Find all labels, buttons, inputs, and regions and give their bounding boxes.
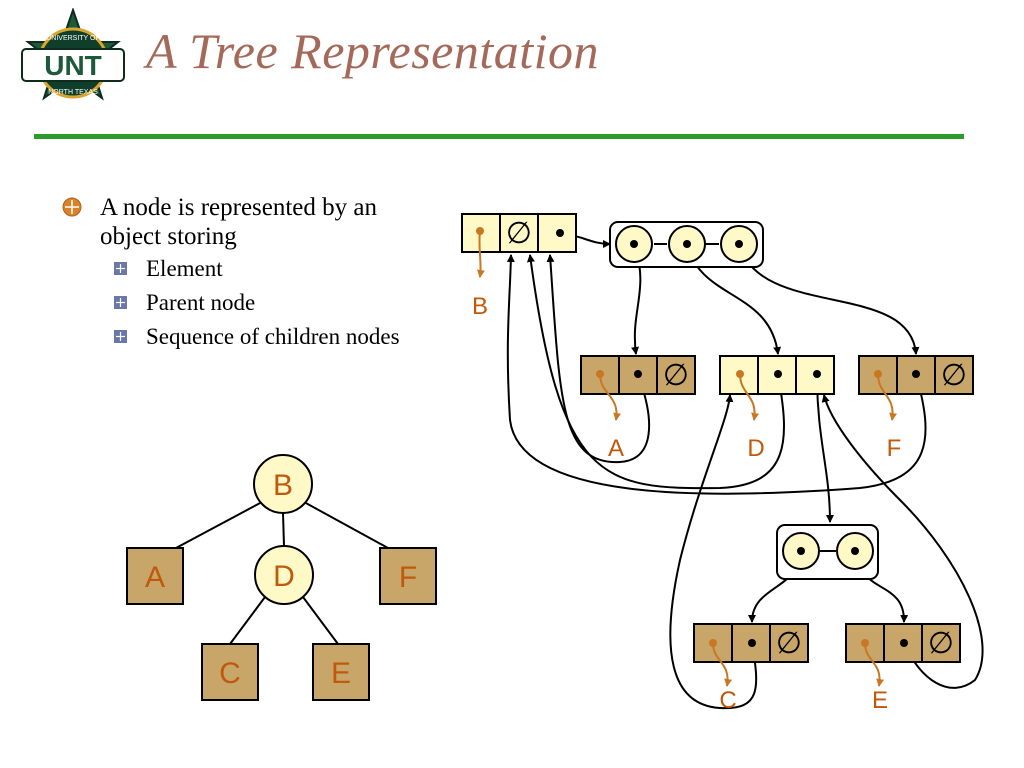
d-children-sequence [776, 524, 879, 580]
pointer-seq-to-d [686, 243, 782, 355]
child-pointers [559, 233, 920, 623]
node-e-element-label: E [872, 687, 888, 714]
node-e-record: ∅ E [845, 623, 961, 714]
sequence-position-3 [720, 225, 758, 263]
node-f-null-symbol: ∅ [941, 359, 967, 392]
parent-pointer-e [821, 394, 984, 689]
node-b-parent-cell [499, 213, 539, 253]
tree-node-c-label: C [219, 657, 241, 690]
tree-diagram: B D A F C E [126, 454, 437, 701]
node-a-null-symbol: ∅ [663, 359, 689, 392]
tree-node-a: A [126, 547, 184, 605]
d-sequence-position-2 [836, 532, 874, 570]
bullet-list: A node is represented by an object stori… [62, 193, 442, 357]
tree-edge-b-d [282, 512, 285, 547]
node-d-record: D [719, 355, 835, 462]
node-f-record: ∅ F [858, 355, 974, 462]
logo-ring-top-text: UNIVERSITY OF [46, 35, 100, 42]
sub-bullet-text: Element [146, 256, 223, 281]
tree-node-d: D [254, 545, 314, 605]
node-b-null-symbol: ∅ [506, 217, 532, 250]
sub-bullet-parent-node: Parent node [62, 289, 442, 316]
tree-node-e-label: E [331, 657, 351, 690]
tree-node-b-label: B [273, 469, 293, 502]
bullet-main-text: A node is represented by an object stori… [100, 194, 378, 250]
tree-edge-d-e [302, 596, 339, 645]
d-sequence-position-1 [782, 532, 820, 570]
sub-bullet-text: Sequence of children nodes [146, 324, 400, 349]
logo-ring-bottom-text: NORTH TEXAS [48, 89, 98, 96]
node-e-null-symbol: ∅ [928, 627, 954, 660]
sub-bullet-list: Element Parent node Sequence of children… [62, 255, 442, 350]
sub-bullet-element: Element [62, 255, 442, 282]
pointer-dseq-to-e [854, 550, 909, 623]
tree-edge-b-a [175, 501, 263, 549]
tree-node-b: B [253, 454, 313, 514]
node-b-record: ∅ B [461, 213, 577, 320]
root-children-sequence [609, 221, 764, 268]
logo-text-plate [21, 48, 125, 82]
bullet-main: A node is represented by an object stori… [62, 193, 442, 251]
bullet-square-icon [114, 330, 127, 343]
tree-node-a-label: A [145, 561, 165, 594]
tree-node-f-label: F [399, 561, 417, 594]
bullet-square-icon [114, 262, 127, 275]
node-c-null-symbol: ∅ [776, 627, 802, 660]
tree-edges [175, 501, 389, 645]
pointer-b-children [559, 233, 611, 248]
tree-edge-b-f [303, 501, 389, 549]
parent-pointer-d [526, 254, 785, 490]
node-a-record: ∅ A [580, 355, 696, 462]
pointer-d-children [816, 374, 834, 523]
bullet-disc-icon [62, 197, 82, 217]
node-b-element-label: B [472, 293, 488, 320]
sequence-position-1 [615, 225, 653, 263]
parent-pointer-f [506, 254, 927, 495]
sub-bullet-text: Parent node [146, 290, 256, 315]
parent-pointers [506, 254, 984, 710]
parent-pointer-c [669, 394, 758, 710]
logo-wordmark: UNT [44, 50, 102, 81]
node-b-children-cell [537, 213, 577, 253]
pointer-seq-to-f [738, 243, 920, 355]
pointer-seq-to-a [631, 243, 642, 355]
sequence-position-2 [668, 225, 706, 263]
tree-node-c: C [201, 643, 259, 701]
slide-title: A Tree Representation [146, 23, 600, 79]
node-b-element-cell [461, 213, 501, 253]
parent-pointer-a [546, 254, 651, 464]
node-f-element-label: F [887, 435, 902, 462]
tree-edge-d-c [229, 596, 266, 645]
node-d-element-label: D [747, 435, 764, 462]
node-a-element-label: A [608, 435, 624, 462]
tree-node-d-label: D [273, 560, 295, 593]
title-divider [34, 134, 964, 139]
tree-node-e: E [312, 643, 370, 701]
pointer-dseq-to-c [748, 550, 801, 623]
tree-node-f: F [379, 547, 437, 605]
node-c-element-label: C [719, 687, 736, 714]
linked-diagram: ∅ B ∅ A [461, 213, 984, 714]
bullet-square-icon [114, 296, 127, 309]
unt-logo: UNIVERSITY OF NORTH TEXAS UNT [21, 8, 125, 101]
node-c-record: ∅ C [693, 623, 809, 714]
sub-bullet-children: Sequence of children nodes [62, 323, 442, 350]
